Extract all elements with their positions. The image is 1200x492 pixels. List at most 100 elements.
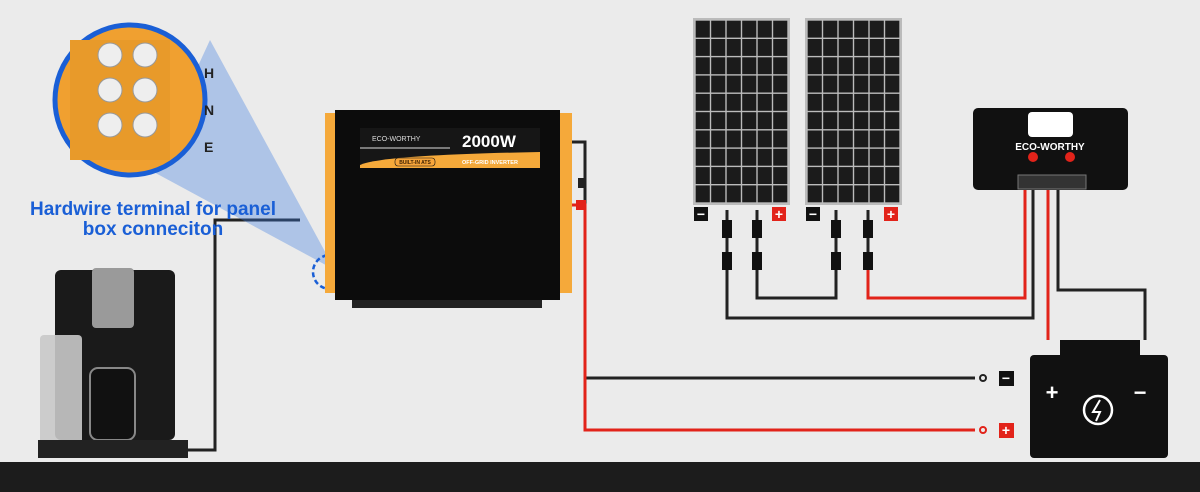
solar-cell: [742, 148, 757, 166]
solar-cell: [823, 39, 838, 56]
solar-cell: [757, 39, 772, 56]
solar-cell: [711, 148, 726, 166]
hardwire-callout: Hardwire terminal for panel box connecit…: [18, 200, 288, 240]
solar-cell: [773, 148, 788, 166]
plus-sign: +: [1002, 422, 1010, 438]
solar-cell: [726, 93, 741, 111]
mc4-connectors: [722, 220, 873, 270]
solar-cell: [838, 57, 853, 75]
solar-cell: [885, 39, 900, 56]
solar-cell: [807, 130, 822, 148]
solar-cell: [742, 93, 757, 111]
solar-cell: [773, 112, 788, 130]
terminal-label-e: E: [204, 139, 213, 155]
solar-cell: [885, 75, 900, 93]
solar-cell: [823, 112, 838, 130]
solar-cell: [773, 39, 788, 56]
solar-cell: [838, 148, 853, 166]
solar-cell: [742, 20, 757, 38]
solar-cell: [711, 57, 726, 75]
solar-cell: [711, 39, 726, 56]
battery: + −: [1030, 340, 1168, 458]
solar-cell: [807, 167, 822, 184]
battery-minus: −: [1134, 380, 1147, 405]
solar-cell: [854, 148, 869, 166]
inverter-badge: BUILT-IN ATS: [399, 160, 431, 166]
solar-cell: [757, 130, 772, 148]
solar-cell: [869, 130, 884, 148]
solar-cell: [757, 20, 772, 38]
solar-cell: [742, 57, 757, 75]
solar-cell: [885, 130, 900, 148]
solar-cell: [885, 167, 900, 184]
solar-cell: [695, 185, 710, 203]
solar-cell: [695, 57, 710, 75]
solar-cell: [757, 148, 772, 166]
solar-cell: [869, 112, 884, 130]
solar-cell: [823, 20, 838, 38]
solar-cell: [869, 148, 884, 166]
plus-sign: +: [887, 206, 895, 222]
solar-cell: [885, 185, 900, 203]
solar-cell: [838, 20, 853, 38]
solar-cell: [726, 130, 741, 148]
solar-cell: [742, 185, 757, 203]
solar-cell: [838, 75, 853, 93]
solar-cell: [838, 130, 853, 148]
minus-sign: −: [809, 206, 817, 222]
solar-cell: [869, 75, 884, 93]
solar-cell: [695, 167, 710, 184]
solar-cell: [838, 167, 853, 184]
inverter-type: OFF-GRID INVERTER: [462, 160, 518, 166]
wire-panel-negative: [725, 190, 1035, 320]
solar-cell: [885, 93, 900, 111]
solar-cell: [695, 93, 710, 111]
wire-battery-negative: [1056, 190, 1147, 340]
solar-cell: [695, 130, 710, 148]
solar-cell: [807, 93, 822, 111]
minus-sign: −: [1002, 370, 1010, 386]
solar-cell: [726, 112, 741, 130]
solar-cell: [726, 57, 741, 75]
inverter-badge-bg: [394, 157, 436, 167]
solar-cell: [838, 39, 853, 56]
solar-cell: [869, 167, 884, 184]
solar-cell: [854, 20, 869, 38]
solar-cell: [711, 112, 726, 130]
solar-cell: [742, 75, 757, 93]
plus-sign: +: [775, 206, 783, 222]
solar-cell: [807, 75, 822, 93]
solar-cell: [854, 130, 869, 148]
solar-cell: [711, 167, 726, 184]
solar-cell: [757, 167, 772, 184]
solar-cell: [726, 167, 741, 184]
solar-cell: [807, 148, 822, 166]
solar-cell: [726, 20, 741, 38]
solar-cell: [695, 75, 710, 93]
solar-cell: [854, 75, 869, 93]
solar-cell: [869, 39, 884, 56]
coffee-maker: [38, 268, 188, 458]
inverter-cable-polarity: − +: [979, 370, 1014, 438]
solar-cell: [823, 148, 838, 166]
solar-cell: [711, 93, 726, 111]
panel-polarity-markers: − + − +: [694, 206, 898, 222]
callout-line-2: box conneciton: [82, 219, 224, 240]
solar-cell: [726, 185, 741, 203]
solar-cell: [711, 75, 726, 93]
controller-brand: ECO-WORTHY: [1015, 142, 1085, 153]
wire-panel-positive: [866, 190, 1027, 300]
floor: [0, 462, 1200, 492]
solar-cell: [695, 148, 710, 166]
terminal-label-n: N: [204, 102, 214, 118]
solar-cell: [869, 57, 884, 75]
solar-cell: [869, 185, 884, 203]
terminal-label-h: H: [204, 65, 214, 81]
solar-cell: [742, 112, 757, 130]
solar-cell: [854, 167, 869, 184]
inverter-brand: ECO-WORTHY: [372, 136, 421, 143]
solar-cell: [807, 185, 822, 203]
solar-cell: [807, 57, 822, 75]
callout-line-1: Hardwire terminal for panel: [29, 199, 276, 220]
